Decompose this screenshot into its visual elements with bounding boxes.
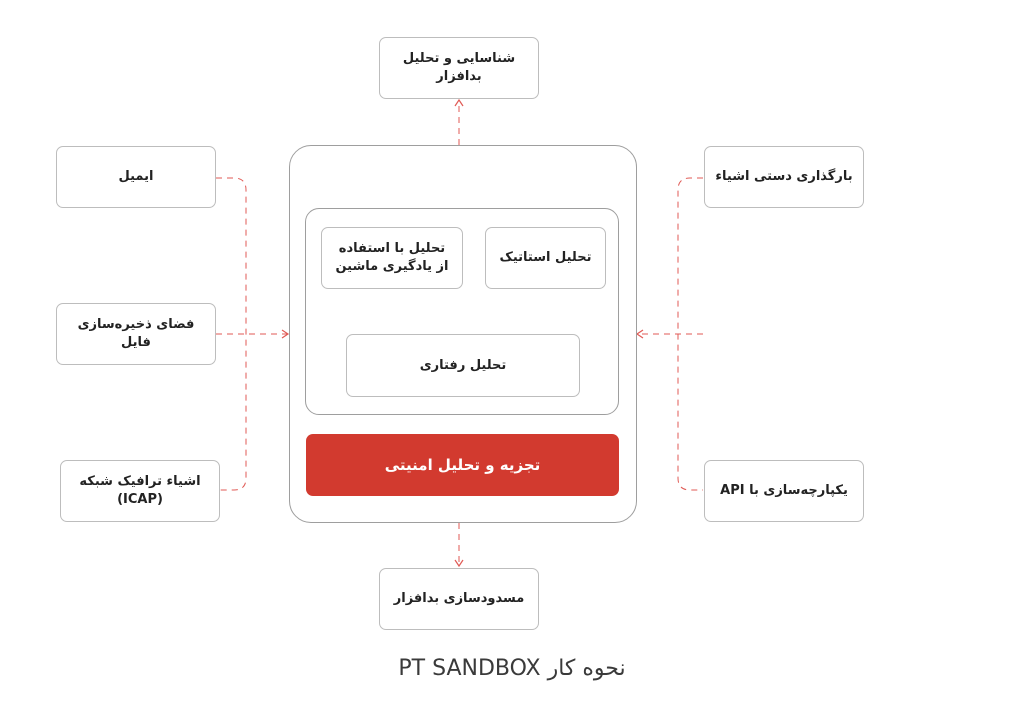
output-malware-blocking-label: مسدودسازی بدافزار (393, 591, 525, 607)
analysis-ml-label: تحلیل با استفاده از یادگیری ماشین (335, 241, 449, 274)
security-analysis-label: تجزیه و تحلیل امنیتی (384, 456, 541, 474)
source-api-integration: یکپارچه‌سازی با API (704, 460, 864, 522)
analysis-ml: تحلیل با استفاده از یادگیری ماشین (321, 227, 463, 289)
security-analysis-banner: تجزیه و تحلیل امنیتی (306, 434, 619, 496)
analysis-static-label: تحلیل استاتیک (499, 250, 592, 266)
analysis-behavioral: تحلیل رفتاری (346, 334, 580, 397)
source-api-integration-label: یکپارچه‌سازی با API (720, 483, 848, 499)
source-file-storage-label: فضای ذخیره‌سازی فایل (77, 317, 195, 350)
output-malware-detection: شناسایی و تحلیل بدافزار (379, 37, 539, 99)
connector-left-bus (216, 177, 247, 491)
source-network-traffic: اشیاء ترافیک شبکه (ICAP) (60, 460, 220, 522)
source-email: ایمیل (56, 146, 216, 208)
source-manual-upload: بارگذاری دستی اشیاء (704, 146, 864, 208)
diagram-caption: نحوه کار PT SANDBOX (398, 656, 626, 681)
source-email-label: ایمیل (118, 169, 154, 185)
source-network-traffic-label: اشیاء ترافیک شبکه (ICAP) (79, 474, 201, 507)
source-manual-upload-label: بارگذاری دستی اشیاء (715, 169, 853, 185)
source-file-storage: فضای ذخیره‌سازی فایل (56, 303, 216, 365)
analysis-static: تحلیل استاتیک (485, 227, 606, 289)
output-malware-blocking: مسدودسازی بدافزار (379, 568, 539, 630)
output-malware-detection-label: شناسایی و تحلیل بدافزار (402, 51, 516, 84)
analysis-behavioral-label: تحلیل رفتاری (419, 357, 507, 373)
